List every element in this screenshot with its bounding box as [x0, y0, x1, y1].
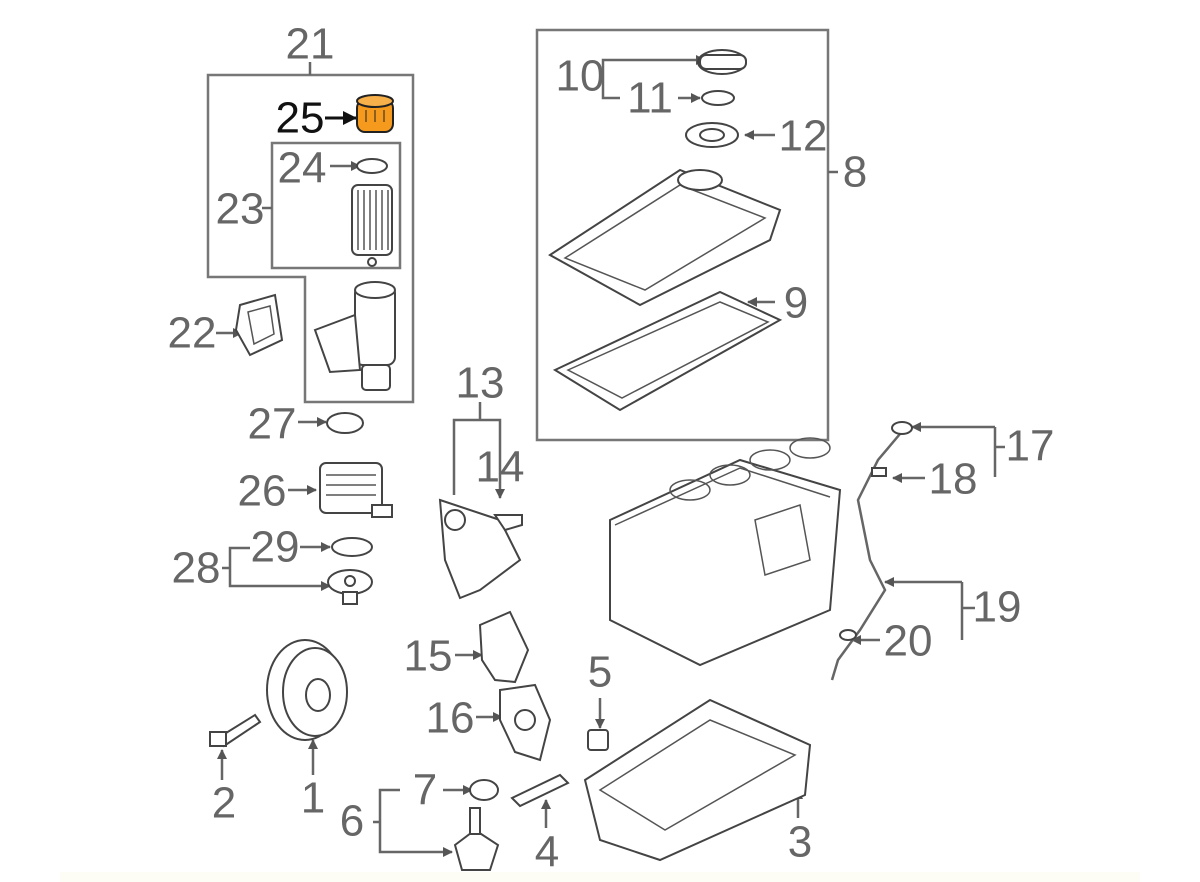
callout-5[interactable]: 5 [588, 648, 612, 697]
part-6-sensor [453, 807, 500, 871]
callout-18[interactable]: 18 [929, 455, 978, 504]
callout-21[interactable]: 21 [286, 20, 335, 69]
part-13-timing-cover [438, 498, 522, 600]
part-26-oil-cooler [319, 462, 393, 518]
callout-12[interactable]: 12 [779, 112, 828, 161]
group-box-23 [270, 141, 402, 270]
callout-7[interactable]: 7 [413, 766, 437, 815]
part-22-gasket [234, 293, 284, 357]
part-29-seal [331, 537, 373, 557]
callout-14[interactable]: 14 [476, 443, 525, 492]
callout-3[interactable]: 3 [788, 818, 812, 867]
part-16-cover [499, 683, 552, 762]
part-1-pulley [266, 639, 348, 741]
callout-16[interactable]: 16 [426, 694, 475, 743]
leader-lines [216, 55, 1005, 852]
part-10-filler-cap [697, 49, 747, 75]
part-15-cover [478, 610, 530, 684]
callout-29[interactable]: 29 [251, 523, 300, 572]
callout-28[interactable]: 28 [172, 544, 221, 593]
part-17-dipstick [830, 421, 913, 681]
callout-9[interactable]: 9 [784, 279, 808, 328]
part-3-oil-pan [583, 698, 812, 862]
callout-11[interactable]: 11 [627, 74, 673, 123]
callout-13[interactable]: 13 [456, 359, 505, 408]
callout-10[interactable]: 10 [556, 52, 605, 101]
callout-25-highlighted[interactable]: 25 [276, 94, 325, 143]
engine-block [609, 437, 842, 667]
part-23-filter-element [351, 184, 393, 267]
callout-8[interactable]: 8 [843, 148, 867, 197]
part-2-bolt [209, 713, 262, 748]
callout-27[interactable]: 27 [248, 400, 297, 449]
callout-6[interactable]: 6 [340, 797, 364, 846]
part-25-oil-filter-cap [356, 94, 394, 133]
callout-4[interactable]: 4 [535, 828, 559, 877]
group-box-8 [535, 28, 830, 442]
part-5-sender [587, 729, 609, 751]
callout-26[interactable]: 26 [238, 467, 287, 516]
part-27-seal [326, 412, 364, 434]
part-24-seal [356, 158, 388, 174]
callout-15[interactable]: 15 [404, 632, 453, 681]
footer-strip [60, 872, 1140, 882]
group-box-21 [206, 73, 415, 404]
part-12-filler-neck [685, 122, 739, 148]
callout-20[interactable]: 20 [884, 617, 933, 666]
callout-labels: 21 25 24 23 22 27 26 29 28 13 14 15 16 5… [168, 20, 1055, 877]
callout-24[interactable]: 24 [278, 144, 327, 193]
callout-22[interactable]: 22 [168, 309, 217, 358]
part-8-valve-cover [548, 168, 782, 307]
callout-2[interactable]: 2 [212, 779, 236, 828]
callout-17[interactable]: 17 [1006, 422, 1055, 471]
part-21-filter-housing [313, 281, 396, 391]
callout-19[interactable]: 19 [973, 583, 1022, 632]
part-28-filter-adapter [327, 569, 373, 605]
callout-1[interactable]: 1 [301, 774, 325, 823]
part-14-bracket [493, 514, 523, 532]
callout-23[interactable]: 23 [216, 185, 265, 234]
part-9-gasket [552, 290, 783, 412]
part-4-sealant-tube [510, 773, 570, 808]
part-11-seal [701, 90, 735, 106]
part-7-seal [469, 779, 499, 801]
